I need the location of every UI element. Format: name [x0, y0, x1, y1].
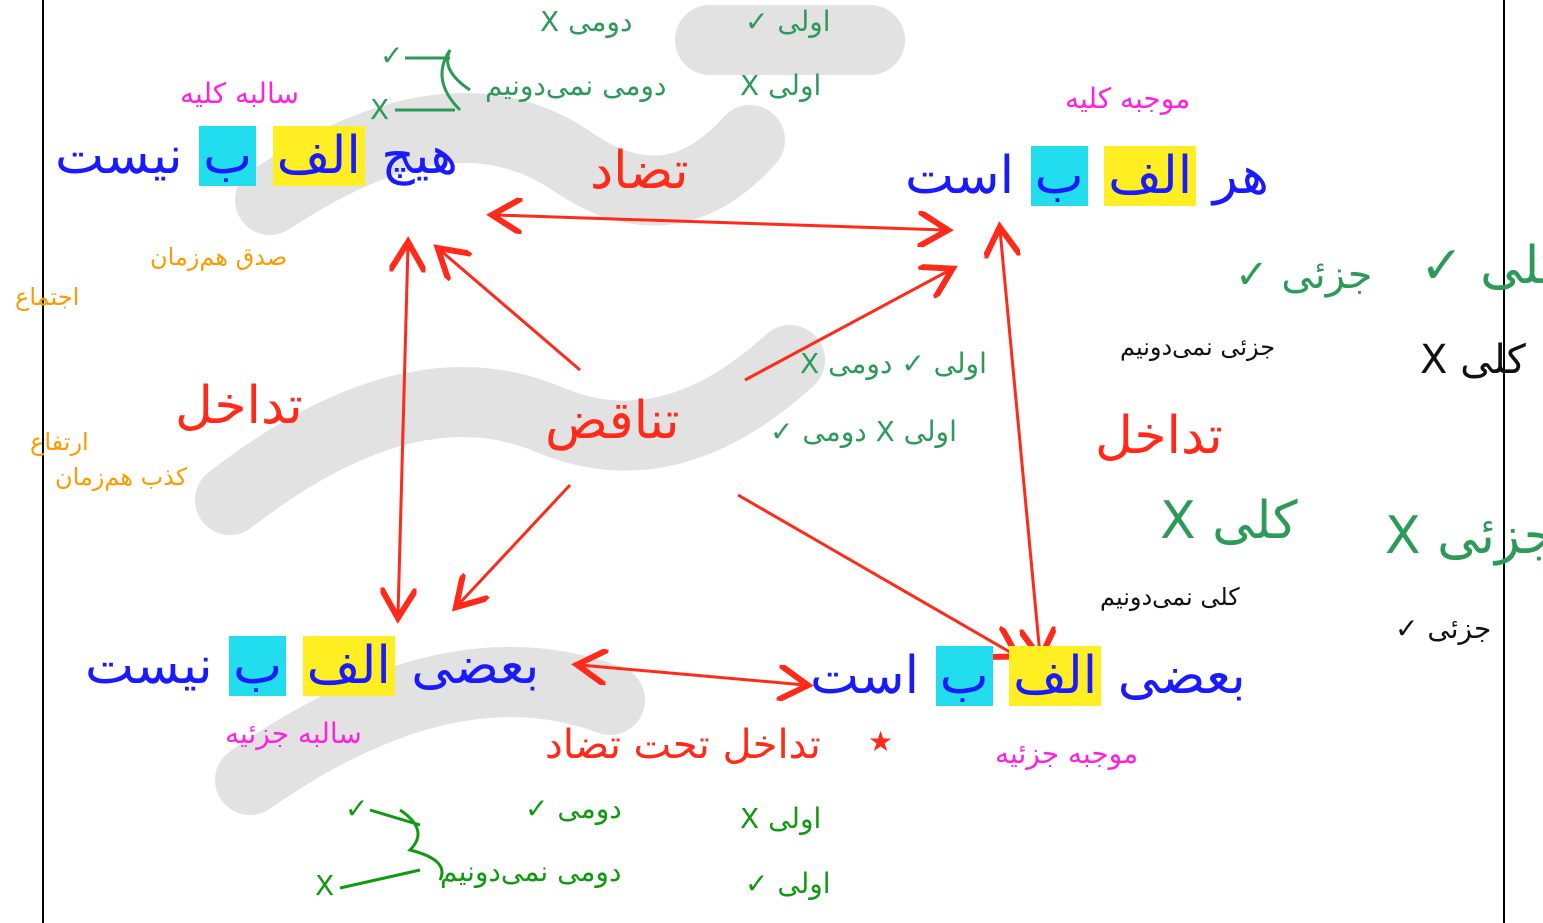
top-left-prefix: هیچ [381, 126, 458, 186]
right-border [1503, 0, 1505, 923]
note-bottom-second-true: دومی ✓ [525, 792, 622, 825]
note-right-universal-unknown: کلی نمی‌دونیم [1100, 583, 1240, 611]
bottom-right-suffix: است [810, 646, 920, 706]
note-top-x: X [370, 93, 390, 126]
note-bottom-first-true: اولی ✓ [745, 867, 831, 900]
note-bottom-check: ✓ [345, 792, 369, 825]
bottom-left-alef: الف [302, 636, 395, 696]
arrow-center-to-bottom-right [737, 493, 1015, 655]
bottom-arrow-down [339, 868, 421, 890]
relation-contradiction: تناقض [545, 391, 680, 451]
bottom-right-prefix: بعضی [1117, 646, 1246, 706]
note-bottom-x: X [315, 869, 335, 902]
note-top-second-false: دومی X [540, 5, 633, 38]
note-right-universal-false-2: کلی X [1160, 491, 1298, 551]
note-bottom-second-unknown: دومی نمی‌دونیم [440, 855, 622, 888]
note-left-simultaneous-truth: صدق هم‌زمان [150, 243, 288, 271]
top-right-proposition: هر الف ب است [905, 146, 1269, 206]
note-left-conjunction: اجتماع [15, 283, 80, 311]
note-center-first-true-second-false: اولی ✓ دومی X [800, 347, 987, 380]
note-bottom-first-false: اولی X [740, 802, 822, 835]
arrow-center-to-top-right [744, 270, 950, 382]
note-right-partial-true-2: جزئی ✓ [1395, 612, 1492, 645]
top-left-alef: الف [272, 126, 365, 186]
note-top-first-false: اولی X [740, 69, 822, 102]
note-center-first-false-second-true: اولی X دومی ✓ [770, 415, 957, 448]
top-right-prefix: هر [1212, 146, 1269, 206]
arrow-subcontrary [580, 665, 805, 685]
note-right-universal-false: کلی X [1420, 337, 1526, 383]
top-left-type-label: سالبه کلیه [180, 77, 299, 110]
left-border [42, 0, 44, 923]
note-right-partial-true: جزئی ✓ [1235, 252, 1373, 298]
note-right-universal-true: کلی ✓ [1420, 236, 1543, 296]
subcontrary-star-icon: ★ [868, 725, 894, 758]
bottom-left-suffix: نیست [85, 636, 213, 696]
watermark-logo [195, 5, 905, 815]
top-right-suffix: است [905, 146, 1015, 206]
note-left-simultaneous-falsity: کذب هم‌زمان [55, 463, 188, 491]
arrow-right-subalternation [1000, 230, 1040, 655]
bottom-left-be: ب [229, 636, 287, 696]
bottom-left-prefix: بعضی [411, 636, 540, 696]
note-top-check: ✓ [380, 39, 404, 72]
relation-subalternation-right: تداخل [1095, 406, 1223, 466]
note-left-elevation: ارتفاع [30, 428, 89, 456]
top-bracket [440, 49, 471, 112]
relation-subalternation-left: تداخل [175, 376, 303, 436]
arrow-contrary [495, 215, 945, 230]
relation-subcontrary: تداخل تحت تضاد [545, 722, 821, 768]
note-top-first-true: اولی ✓ [745, 5, 831, 38]
bottom-left-proposition: بعضی الف ب نیست [85, 636, 539, 696]
top-left-be: ب [199, 126, 257, 186]
bottom-right-be: ب [935, 646, 993, 706]
arrow-center-to-top-left [440, 250, 581, 372]
top-left-suffix: نیست [55, 126, 183, 186]
top-right-type-label: موجبه کلیه [1065, 82, 1191, 115]
top-left-proposition: هیچ الف ب نیست [55, 126, 458, 186]
bottom-right-proposition: بعضی الف ب است [810, 646, 1246, 706]
note-top-second-unknown: دومی نمی‌دونیم [485, 69, 667, 102]
bottom-right-alef: الف [1009, 646, 1102, 706]
arrow-center-to-bottom-left [458, 483, 572, 605]
bottom-arrow-up [369, 808, 421, 827]
top-right-alef: الف [1104, 146, 1197, 206]
note-right-partial-false: جزئی X [1385, 506, 1543, 566]
relation-contrary: تضاد [590, 141, 689, 201]
bottom-left-type-label: سالبه جزئیه [225, 717, 362, 750]
note-right-partial-unknown: جزئی نمی‌دونیم [1120, 333, 1276, 361]
top-right-be: ب [1030, 146, 1088, 206]
arrow-left-subalternation [398, 245, 408, 615]
bottom-right-type-label: موجبه جزئیه [995, 737, 1139, 770]
